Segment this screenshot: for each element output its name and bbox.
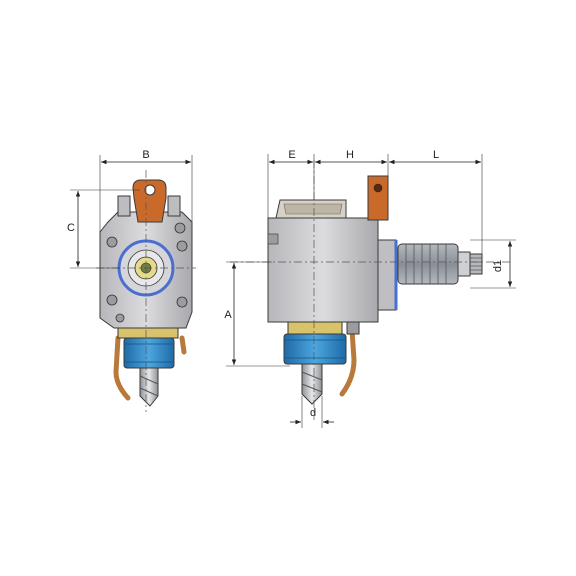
dimension-label-d: d xyxy=(310,407,316,419)
side-coolant-fitting xyxy=(346,321,360,335)
dimension-label-l: L xyxy=(433,149,439,161)
front-top-lug-right xyxy=(167,195,181,217)
front-bracket-hole xyxy=(144,184,156,196)
side-drive-tip xyxy=(457,251,471,277)
front-bracket xyxy=(132,179,167,223)
side-coolant-pipe xyxy=(339,327,357,397)
dimension-lines xyxy=(70,154,516,428)
front-collet-nut xyxy=(123,337,175,369)
side-neck xyxy=(377,239,397,311)
front-brass-flange xyxy=(117,327,179,339)
front-top-lug-left xyxy=(117,195,131,217)
front-coolant-pipe-left xyxy=(113,335,131,401)
dimension-label-b: B xyxy=(142,149,149,161)
side-housing-notch xyxy=(267,233,279,245)
dimension-label-a: A xyxy=(224,309,232,321)
side-bracket xyxy=(367,175,389,221)
front-drill-bit xyxy=(139,367,159,407)
side-drive-teeth xyxy=(469,253,483,275)
side-spline-shank xyxy=(397,243,459,285)
side-spline-teeth xyxy=(405,244,447,284)
front-bolts xyxy=(106,222,188,323)
dimension-label-e: E xyxy=(288,149,295,161)
dimension-label-d1: d1 xyxy=(492,260,504,272)
side-drill-bit xyxy=(301,363,323,405)
side-housing xyxy=(267,217,379,323)
dimension-label-c: C xyxy=(67,222,75,234)
side-bracket-screw xyxy=(373,183,383,193)
side-collet-nut xyxy=(283,333,347,365)
side-view xyxy=(267,175,483,405)
front-coolant-pipe-right xyxy=(179,335,187,355)
dimension-label-h: H xyxy=(346,149,354,161)
side-brass-flange xyxy=(287,321,343,335)
